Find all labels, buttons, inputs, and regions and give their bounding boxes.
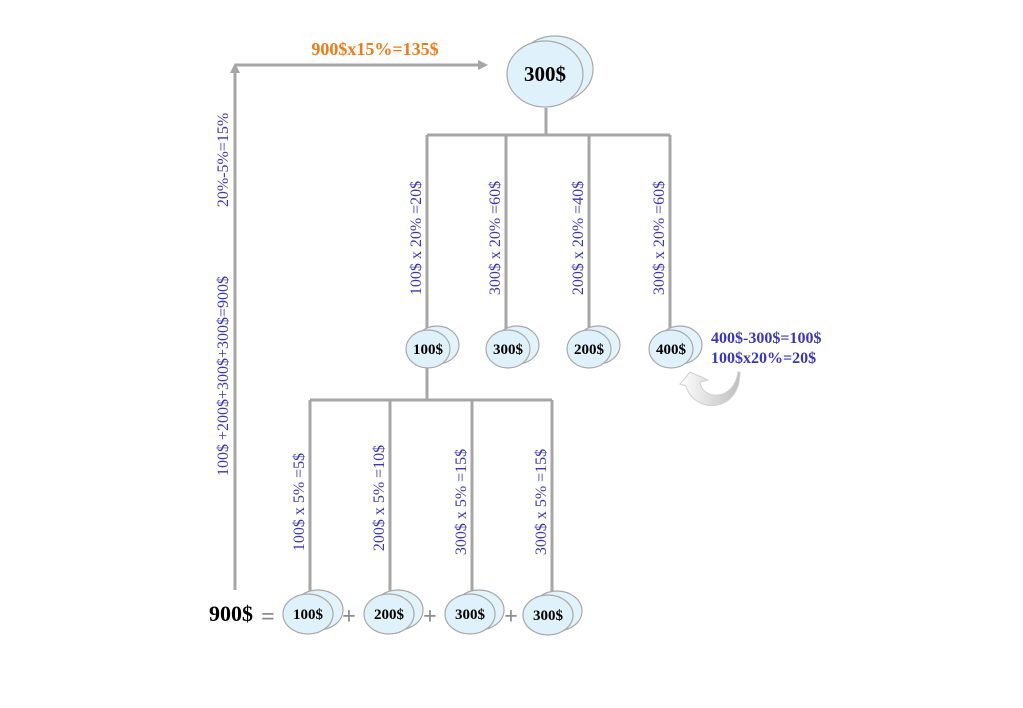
level2-node-2: 300$ bbox=[485, 325, 540, 369]
bottom-total-label: 900$ bbox=[209, 601, 253, 626]
top-node: 300$ bbox=[506, 35, 594, 108]
level3-node-label-1: 100$ bbox=[293, 607, 324, 623]
level2-node-label-3: 200$ bbox=[574, 342, 605, 358]
level3-calc-3: 300$ x 5% =15$ bbox=[453, 449, 470, 555]
level2-node-3: 200$ bbox=[566, 325, 621, 369]
plus-sign-3: + bbox=[504, 604, 518, 630]
level3-node-3: 300$ bbox=[444, 589, 505, 635]
left-sum-label: 100$ +200$+300$+300$=900$ bbox=[215, 276, 232, 476]
level3-calc-2: 200$ x 5% =10$ bbox=[371, 445, 388, 551]
level2-node-label-1: 100$ bbox=[413, 342, 444, 358]
level3-calc-1: 100$ x 5% =5$ bbox=[291, 453, 308, 551]
note-line-2: 100$x20%=20$ bbox=[711, 350, 816, 367]
level2-calc-3: 200$ x 20% =40$ bbox=[570, 181, 587, 295]
equals-sign: = bbox=[261, 604, 275, 630]
note-line-1: 400$-300$=100$ bbox=[711, 330, 821, 347]
level3-calc-4: 300$ x 5% =15$ bbox=[533, 449, 550, 555]
level2-node-1: 100$ bbox=[405, 325, 460, 369]
self-loop-arrow bbox=[679, 371, 741, 407]
level3-node-label-2: 200$ bbox=[374, 607, 405, 623]
level3-node-2: 200$ bbox=[363, 589, 424, 635]
level3-node-label-4: 300$ bbox=[533, 608, 564, 624]
level2-node-label-4: 400$ bbox=[656, 342, 687, 358]
plus-sign-1: + bbox=[342, 604, 356, 630]
level2-calc-2: 300$ x 20% =60$ bbox=[487, 181, 504, 295]
level2-calc-1: 100$ x 20% =20$ bbox=[408, 181, 425, 295]
level3-node-4: 300$ bbox=[522, 590, 583, 636]
level2-node-label-2: 300$ bbox=[493, 342, 524, 358]
level3-node-1: 100$ bbox=[282, 589, 344, 635]
top-node-label: 300$ bbox=[524, 62, 566, 86]
level3-node-label-3: 300$ bbox=[455, 607, 486, 623]
level2-node-4: 400$ bbox=[648, 325, 703, 369]
top-calc-label: 900$x15%=135$ bbox=[311, 39, 438, 59]
plus-sign-2: + bbox=[423, 604, 437, 630]
left-rate-label: 20%-5%=15% bbox=[215, 113, 232, 207]
level2-calc-4: 300$ x 20% =60$ bbox=[651, 181, 668, 295]
